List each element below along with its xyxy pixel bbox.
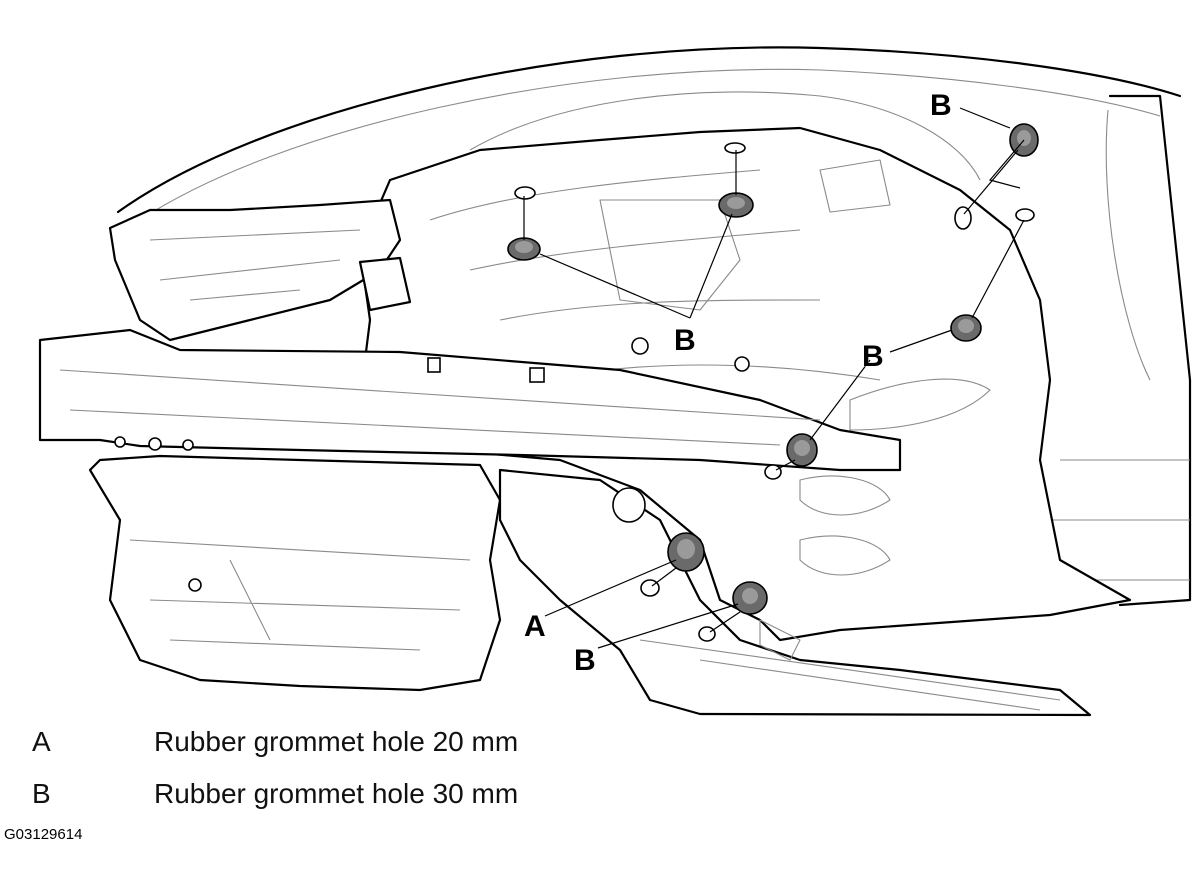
lower-left-box	[88, 454, 502, 692]
legend-text-a: Rubber grommet hole 20 mm	[154, 726, 519, 757]
legend-key-b: B	[32, 778, 51, 809]
grommet-b-center	[718, 192, 754, 218]
callout-b-center: B	[674, 324, 696, 357]
figure-id: G03129614	[4, 826, 83, 843]
grommet-b-right	[950, 314, 982, 342]
frame-rail	[38, 328, 902, 472]
body-panel-diagram: B B B A B	[38, 46, 1192, 717]
rear-body-edge	[1108, 94, 1192, 607]
grommet-b-mid	[786, 433, 818, 467]
upper-left-bracket	[108, 198, 402, 342]
callout-b-upper-right: B	[930, 89, 952, 122]
legend-text-b: Rubber grommet hole 30 mm	[154, 778, 519, 809]
grommet-a	[667, 532, 705, 572]
fender-arch	[116, 46, 1182, 214]
legend-key-a: A	[32, 726, 51, 757]
grommet-b-top	[507, 237, 541, 261]
callout-a: A	[524, 610, 546, 643]
callout-b-lower: B	[574, 644, 596, 677]
grommet-b-lower	[732, 581, 768, 615]
callout-b-right: B	[862, 340, 884, 373]
